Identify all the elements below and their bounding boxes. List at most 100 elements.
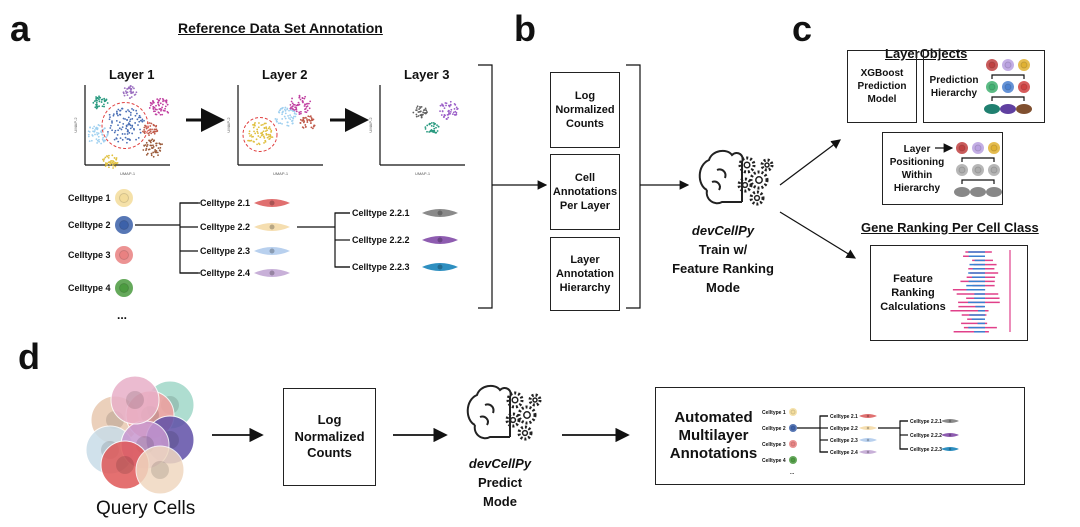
umap-point [95,98,98,101]
umap-point [448,105,451,108]
umap-point [97,132,100,135]
umap-point [154,151,157,154]
umap-point [131,107,133,110]
umap-point [130,96,133,98]
umap-point [288,117,290,119]
mini-subtype-cell-nucleus [866,414,870,418]
umap-point [129,118,132,121]
umap-point [292,117,295,120]
query-cell-icon [135,445,185,495]
umap-point [287,124,290,127]
umap-point [263,142,265,144]
umap-point [159,146,162,149]
umap-point [298,113,301,115]
umap-point [156,98,159,101]
umap-point [92,101,95,104]
umap-point [109,116,111,119]
umap-point [278,109,281,112]
umap-point [96,142,99,144]
umap-point [138,120,141,123]
mini-subtype-cell-nucleus [948,433,952,437]
umap-point [164,99,166,102]
highlight-cluster-outline [101,102,149,149]
umap-point [276,120,278,123]
umap-point [291,97,293,100]
umap-point [257,142,260,145]
umap-point [256,143,258,146]
umap-point [306,119,309,122]
umap-point [249,135,251,137]
umap-point [128,131,131,134]
umap-point [106,102,109,104]
umap-point [443,115,445,118]
umap-point [263,137,266,139]
umap-point [109,127,112,129]
query-cell-nucleus [126,391,144,409]
umap-point [293,109,296,111]
umap-point [111,154,114,157]
umap-point [262,130,265,133]
umap-point [149,104,152,107]
umap-point [306,109,309,112]
umap-point [443,107,446,109]
umap-point [160,109,162,112]
umap-point [105,136,108,139]
umap-point [125,124,128,127]
mini-celltype-cell-nucleus [790,441,796,447]
subtype-cell-icon [254,269,290,277]
umap-point [107,132,109,135]
umap-point [162,99,165,101]
umap-point [417,115,420,117]
prediction-hierarchy-cell-nucleus [1004,83,1012,91]
umap-point [424,126,427,129]
umap-point [134,114,137,117]
celltype-2-2-2: Celltype 2.2.2 [352,235,410,245]
umap-point [424,111,427,114]
umap-point [98,124,101,127]
umap-point [87,135,90,138]
umap-point [117,124,119,127]
umap-point [135,91,138,94]
umap-point [136,118,139,121]
umap-point [131,86,134,88]
umap-point [111,161,114,164]
umap-point [425,109,428,112]
umap-point [150,132,153,135]
umap-point [122,91,125,94]
umap-point [96,132,98,134]
umap-point [151,138,154,141]
umap-point [89,126,91,129]
celltype-2-1: Celltype 2.1 [200,198,251,208]
umap-point [158,149,161,152]
umap-point [113,157,116,159]
umap-point [145,141,148,144]
umap-point [152,123,155,126]
umap-point [97,124,100,126]
umap-point [266,136,269,139]
umap-point [301,119,304,122]
umap-point [293,115,295,118]
umap-point [99,96,102,99]
umap-point [129,85,132,87]
brain-gears-icon-outline [466,384,512,440]
prediction-hierarchy-cell-nucleus [988,83,996,91]
umap-point [261,131,264,134]
umap-point [310,126,313,129]
query-cell-nucleus [151,461,169,479]
prediction-hierarchy-link [991,74,1025,79]
umap-point [298,95,301,98]
gear-icon [517,405,537,425]
umap-point [104,156,107,159]
umap-point [98,105,101,108]
prediction-hierarchy-cell [1000,104,1016,114]
umap-point [148,134,150,137]
umap-point [447,116,450,119]
umap-point [302,101,304,104]
umap-point [287,115,289,117]
umap-point [148,148,151,151]
umap-point [290,106,292,109]
umap-point [154,113,157,116]
umap-point [278,111,281,114]
umap-point [143,126,146,129]
umap-point [124,90,127,93]
